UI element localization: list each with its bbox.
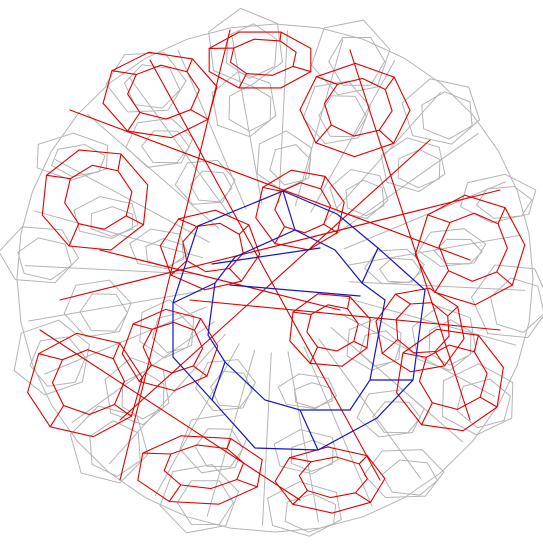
background-cell-inner-1-5 <box>80 294 128 331</box>
background-cell-inner-0-11 <box>329 38 385 86</box>
central-cell-edge <box>212 248 320 264</box>
background-cell-0-5 <box>70 406 147 483</box>
highlighted-cell-8-inner <box>420 345 488 409</box>
central-cell-inner <box>208 230 385 410</box>
background-radial-edge <box>331 328 462 442</box>
highlighted-cell-13-edge <box>293 312 311 314</box>
background-cell-inner-0-2 <box>382 460 437 495</box>
background-cell-inner-1-7 <box>142 131 190 163</box>
highlighted-cell-6-edge <box>237 479 257 486</box>
highlighted-cell-3-edge <box>126 216 143 225</box>
background-cell-inner-0-12 <box>422 92 472 139</box>
highlighted-cell-edges <box>28 30 525 513</box>
background-cell-2-4 <box>130 229 188 269</box>
highlighted-cell-4-edge <box>498 208 505 224</box>
background-cell-inner-0-6 <box>30 337 85 386</box>
highlighted-cell-2-edge <box>316 77 337 85</box>
highlighted-cell-13-edge <box>354 341 367 348</box>
highlighted-cell-12-edge <box>133 324 152 329</box>
background-radial-edge <box>288 352 318 522</box>
background-cell-1-10 <box>381 138 445 192</box>
background-radial-edge <box>295 40 342 206</box>
central-cell-edge <box>212 362 225 400</box>
background-boundary <box>17 24 533 532</box>
highlighted-cell-2-inner <box>325 79 393 137</box>
highlighted-cell-5-edge <box>50 405 63 426</box>
highlighted-cell-5-inner <box>53 350 125 415</box>
highlighted-strut-4 <box>120 30 230 480</box>
highlighted-cell-6-edge <box>169 485 180 502</box>
highlighted-cell-11-edge <box>448 307 458 316</box>
background-cell-inner-2-1 <box>294 383 332 408</box>
background-radial-edge <box>344 182 505 249</box>
highlighted-cell-7-edge <box>293 491 308 505</box>
background-radial-edge <box>232 34 262 204</box>
background-radial-edge <box>347 298 515 345</box>
highlighted-cell-1-edge <box>280 32 281 41</box>
highlighted-strut-7 <box>100 250 340 310</box>
background-radial-edge <box>129 77 231 217</box>
highlighted-cell-7-edge <box>289 458 311 462</box>
background-radial-edge <box>263 353 272 525</box>
background-cell-1-7 <box>126 118 193 167</box>
highlighted-cell-1-edge <box>293 66 311 71</box>
central-cell-edge <box>283 191 295 230</box>
highlighted-cell-4-edge <box>435 271 449 293</box>
highlighted-cell-6-inner <box>164 445 243 489</box>
background-cell-inner-0-0 <box>491 278 543 332</box>
highlighted-strut-5 <box>350 50 470 420</box>
background-cell-0-12 <box>402 79 480 144</box>
highlighted-cell-2-edge <box>379 130 393 143</box>
background-radial-edge <box>349 235 521 265</box>
background-cell-inner-1-6 <box>91 207 133 237</box>
background-cell-2-3 <box>140 300 194 358</box>
background-cell-2-2 <box>196 360 256 411</box>
highlighted-cell-6-edge <box>143 453 171 454</box>
highlighted-cell-11-edge <box>382 339 397 353</box>
background-cell-0-8 <box>37 133 107 180</box>
background-cell-0-3 <box>268 482 342 537</box>
highlighted-strut-2 <box>120 140 430 420</box>
highlighted-cell-0-edge <box>187 59 192 72</box>
highlighted-cell-5-edge <box>39 354 63 360</box>
background-cell-2-6 <box>257 131 311 191</box>
background-cell-0-7 <box>0 227 78 283</box>
background-cell-1-11 <box>419 229 486 267</box>
highlighted-cell-12-edge <box>194 319 200 331</box>
highlighted-cell-0-edge <box>128 113 140 132</box>
highlighted-cell-11-edge <box>435 352 445 366</box>
highlighted-cell-2-edge <box>385 77 394 89</box>
highlighted-cell-9-edge <box>179 219 197 227</box>
central-cell-edge <box>230 285 360 296</box>
highlighted-cell-4-edge <box>428 215 450 223</box>
highlighted-cell-3-edge <box>69 224 79 246</box>
background-cell-1-1 <box>357 390 424 437</box>
highlighted-cell-12-edge <box>193 366 207 376</box>
background-radial-edge <box>155 344 239 495</box>
background-radial-edge <box>319 339 421 479</box>
highlighted-cell-7-edge <box>359 456 367 464</box>
background-cell-inner-1-1 <box>373 402 421 433</box>
highlighted-cell-3-edge <box>118 154 121 171</box>
highlighted-cell-8-edge <box>480 397 497 407</box>
highlighted-strut-1 <box>60 190 500 300</box>
background-radial-edge <box>325 92 441 221</box>
highlighted-cell-0-edge <box>112 71 136 75</box>
highlighted-cell-11-edge <box>395 294 410 304</box>
background-cell-inner-2-8 <box>380 258 422 282</box>
highlighted-cell-9-edge <box>229 269 241 282</box>
